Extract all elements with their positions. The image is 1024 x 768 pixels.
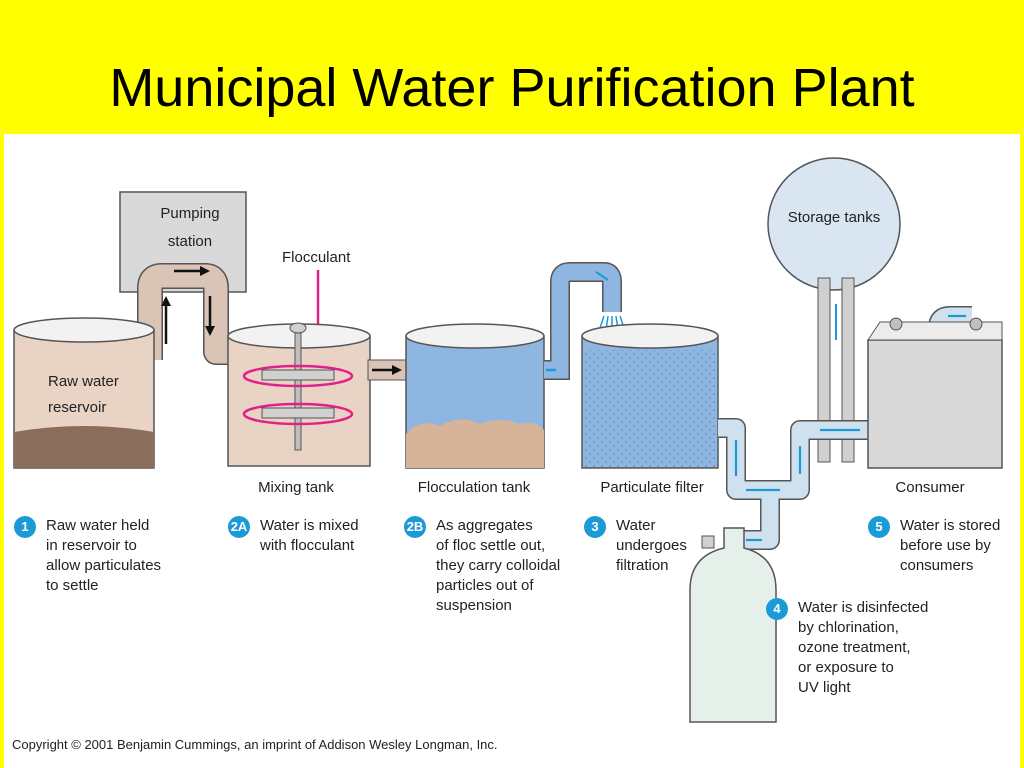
step-2a-line-2: with flocculant — [260, 537, 355, 554]
copyright-notice: Copyright © 2001 Benjamin Cummings, an i… — [12, 737, 498, 752]
step-5-text: Water is stored before use by consumers — [900, 516, 1000, 576]
mixer-swirl-top — [242, 364, 354, 388]
step-2a-text: Water is mixed with flocculant — [260, 516, 359, 556]
mixer-paddle-top — [261, 369, 335, 381]
step-2a-line-1: Water is mixed — [260, 517, 359, 534]
flocculation-tank-top — [405, 323, 545, 349]
step-2b-line-4: particles out of — [436, 577, 534, 594]
mixing-tank-label: Mixing tank — [258, 479, 334, 496]
step-5-line-3: consumers — [900, 557, 974, 574]
step-2b-line-2: of floc settle out, — [436, 537, 546, 554]
pumping-station-label-1: Pumping — [160, 205, 219, 222]
pump-flow-arrowhead-down — [205, 326, 215, 336]
raw-water-label-1: Raw water — [48, 373, 119, 390]
filter-inflow-arrow — [595, 271, 609, 281]
step-5-line-2: before use by — [900, 537, 991, 554]
consumer-building — [867, 339, 1003, 469]
step-2b-text: As aggregates of floc settle out, they c… — [436, 516, 560, 616]
right-border — [1020, 134, 1024, 768]
mixer-shaft — [294, 329, 302, 451]
step-4-text: Water is disinfected by chlorination, oz… — [798, 598, 928, 698]
title-bar — [0, 0, 1024, 134]
raw-water-label-2: reservoir — [48, 399, 106, 416]
reservoir-top — [13, 317, 155, 343]
step-4-line-4: or exposure to — [798, 659, 894, 676]
mixer-paddle-bottom — [261, 407, 335, 419]
storage-tank — [767, 157, 901, 291]
step-3-line-1: Water — [616, 517, 656, 534]
step-1-badge: 1 — [14, 516, 36, 538]
step-4-badge: 4 — [766, 598, 788, 620]
mixer-swirl-bottom — [242, 402, 354, 426]
consumer-label: Consumer — [895, 479, 964, 496]
mixer-hub — [289, 322, 307, 334]
step-4-line-5: UV light — [798, 679, 851, 696]
step-3-line-3: filtration — [616, 557, 669, 574]
step-5-badge: 5 — [868, 516, 890, 538]
pump-flow-arrowhead-right — [200, 266, 210, 276]
intake-pipe-fill — [138, 264, 230, 364]
storage-tank-leg-right — [841, 277, 855, 463]
floc-sediment — [406, 419, 544, 468]
consumer-faucet-left — [889, 317, 903, 331]
step-2b-line-5: suspension — [436, 597, 512, 614]
reservoir-sediment — [14, 426, 154, 468]
storage-tanks-label: Storage tanks — [788, 209, 881, 226]
mixing-to-floc-arrowhead — [392, 365, 402, 375]
step-1-line-1: Raw water held — [46, 517, 150, 534]
step-1-line-3: allow particulates — [46, 557, 162, 574]
particulate-filter-top — [581, 323, 719, 349]
step-3-text: Water undergoes filtration — [616, 516, 687, 576]
page-title: Municipal Water Purification Plant — [109, 58, 915, 118]
flocculation-tank-label: Flocculation tank — [418, 479, 531, 496]
left-border — [0, 134, 4, 768]
floc-to-filter-pipe-fill — [544, 263, 621, 379]
step-2b-line-1: As aggregates — [436, 517, 533, 534]
step-3-badge: 3 — [584, 516, 606, 538]
step-1-line-4: to settle — [46, 577, 99, 594]
step-1-line-2: in reservoir to — [46, 537, 137, 554]
chlorine-valve — [701, 535, 715, 549]
chlorine-cylinder — [689, 527, 777, 723]
storage-tank-leg-left — [817, 277, 831, 463]
step-4-line-2: by chlorination, — [798, 619, 899, 636]
step-4-line-3: ozone treatment, — [798, 639, 911, 656]
step-2b-badge: 2B — [404, 516, 426, 538]
step-2b-line-3: they carry colloidal — [436, 557, 561, 574]
step-2a-badge: 2A — [228, 516, 250, 538]
step-1-text: Raw water held in reservoir to allow par… — [46, 516, 161, 596]
step-5-line-1: Water is stored — [900, 517, 1001, 534]
pumping-station-label-2: station — [168, 233, 212, 250]
step-4-line-1: Water is disinfected — [798, 599, 929, 616]
flocculant-label: Flocculant — [282, 249, 351, 266]
consumer-faucet-right — [969, 317, 983, 331]
step-3-line-2: undergoes — [616, 537, 687, 554]
filter-media — [582, 350, 718, 468]
intake-flow-arrowhead-up — [161, 296, 171, 306]
particulate-filter-label: Particulate filter — [600, 479, 703, 496]
